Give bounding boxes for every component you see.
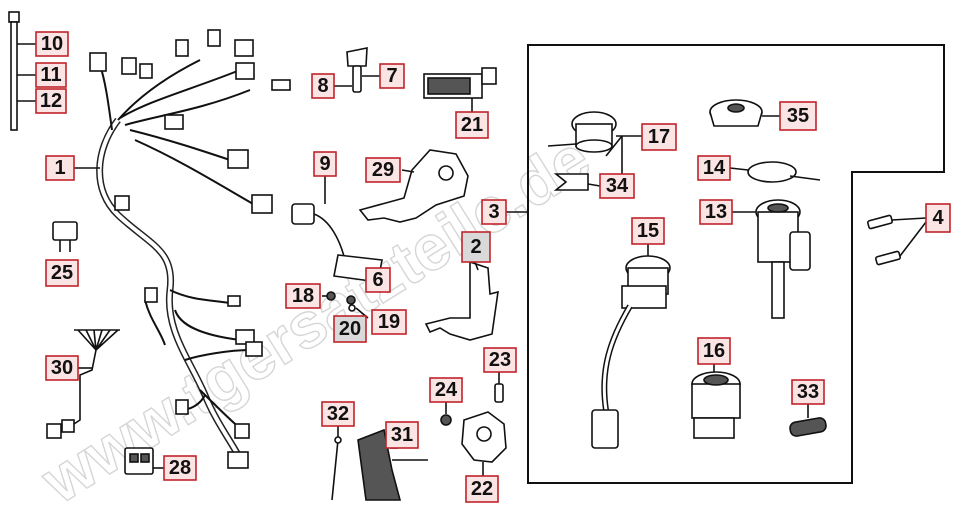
label-12: 12 xyxy=(35,88,67,114)
svg-text:2: 2 xyxy=(470,236,481,258)
label-14: 14 xyxy=(697,155,731,181)
svg-text:15: 15 xyxy=(637,220,659,242)
label-33: 33 xyxy=(791,379,825,405)
label-31: 31 xyxy=(385,421,419,449)
bracket-2 xyxy=(424,260,499,341)
svg-text:3: 3 xyxy=(488,201,499,223)
wire-9 xyxy=(291,203,383,283)
label-16: 16 xyxy=(697,337,731,365)
wiring-harness xyxy=(89,29,291,469)
label-10: 10 xyxy=(35,31,69,57)
label-30: 30 xyxy=(45,355,79,381)
sub-harness-30 xyxy=(46,329,120,439)
clip-34 xyxy=(553,173,589,191)
label-3: 3 xyxy=(481,199,507,225)
svg-text:6: 6 xyxy=(372,269,383,291)
screw-20 xyxy=(346,295,356,305)
label-22: 22 xyxy=(465,475,499,503)
switch-assembly-15 xyxy=(591,255,671,449)
svg-text:9: 9 xyxy=(319,153,330,175)
label-8: 8 xyxy=(311,73,335,99)
svg-text:4: 4 xyxy=(932,207,944,229)
svg-text:21: 21 xyxy=(461,114,483,136)
label-9: 9 xyxy=(313,151,337,177)
svg-text:13: 13 xyxy=(705,201,727,223)
label-32: 32 xyxy=(321,401,355,427)
label-4: 4 xyxy=(925,203,951,233)
watermark-text: www.tgersatzteile.de xyxy=(28,122,602,518)
label-18: 18 xyxy=(285,283,321,309)
relay-25 xyxy=(52,221,78,252)
label-15: 15 xyxy=(631,217,665,245)
svg-text:25: 25 xyxy=(51,262,73,284)
svg-text:33: 33 xyxy=(797,381,819,403)
grommet-31 xyxy=(357,428,428,501)
label-29: 29 xyxy=(365,157,401,183)
ignition-lock-13 xyxy=(755,199,811,319)
label-23: 23 xyxy=(483,347,517,373)
cap-35 xyxy=(709,99,763,127)
bracket-29 xyxy=(358,149,469,223)
label-34: 34 xyxy=(599,173,635,199)
spring-33 xyxy=(789,417,827,437)
cable-tie xyxy=(8,11,20,131)
svg-text:20: 20 xyxy=(339,318,361,340)
label-6: 6 xyxy=(365,267,391,293)
label-35: 35 xyxy=(779,101,817,131)
label-19: 19 xyxy=(371,309,407,335)
svg-text:35: 35 xyxy=(787,105,809,127)
label-24: 24 xyxy=(429,377,463,403)
lock-barrel-16 xyxy=(691,371,741,439)
svg-text:14: 14 xyxy=(703,157,726,179)
svg-text:24: 24 xyxy=(435,379,458,401)
svg-text:11: 11 xyxy=(40,64,61,86)
label-21: 21 xyxy=(455,111,489,139)
washer-19 xyxy=(348,304,356,312)
screw-18 xyxy=(326,291,336,301)
gasket-14 xyxy=(747,161,821,183)
svg-text:32: 32 xyxy=(327,403,349,425)
switch-22 xyxy=(461,411,507,463)
svg-text:8: 8 xyxy=(317,75,328,97)
label-28: 28 xyxy=(163,455,197,481)
svg-text:34: 34 xyxy=(606,175,629,197)
svg-text:28: 28 xyxy=(169,457,191,479)
svg-text:7: 7 xyxy=(386,65,397,87)
connector-28 xyxy=(124,447,154,475)
pin-32 xyxy=(331,439,339,501)
label-2: 2 xyxy=(461,231,491,263)
svg-text:10: 10 xyxy=(41,33,63,55)
kit-group-frame xyxy=(527,44,945,484)
label-20: 20 xyxy=(333,315,367,343)
svg-text:17: 17 xyxy=(648,126,670,148)
svg-text:23: 23 xyxy=(489,349,511,371)
svg-text:18: 18 xyxy=(292,285,314,307)
label-17: 17 xyxy=(641,123,677,151)
nut-24 xyxy=(440,414,452,426)
lock-cylinder-17 xyxy=(547,111,617,153)
svg-text:12: 12 xyxy=(40,90,62,112)
screw-23 xyxy=(494,383,504,403)
screws-4 xyxy=(867,214,901,266)
label-25: 25 xyxy=(45,259,79,287)
label-7: 7 xyxy=(379,63,405,89)
relay-block-21 xyxy=(423,67,497,99)
svg-text:29: 29 xyxy=(372,159,394,181)
svg-text:16: 16 xyxy=(703,340,725,362)
label-13: 13 xyxy=(699,199,733,225)
key-blank xyxy=(346,47,368,93)
label-11: 11 xyxy=(35,62,67,88)
svg-text:19: 19 xyxy=(378,311,400,333)
svg-text:30: 30 xyxy=(51,357,73,379)
label-1: 1 xyxy=(45,155,75,181)
svg-text:1: 1 xyxy=(54,157,65,179)
svg-text:31: 31 xyxy=(391,424,413,446)
svg-text:22: 22 xyxy=(471,478,493,500)
